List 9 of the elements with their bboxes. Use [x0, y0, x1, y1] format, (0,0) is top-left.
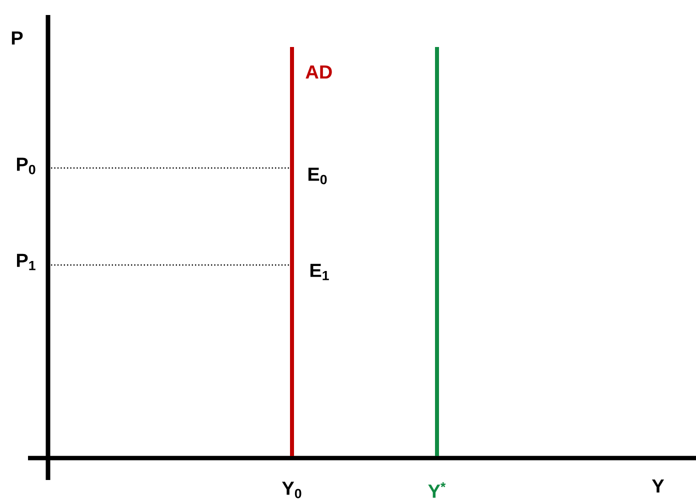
axis-label: Y: [652, 479, 664, 493]
curve-label: AD: [306, 65, 332, 79]
axis-label: Y$^{*}$: [428, 482, 446, 498]
axis-label: Y$_{0}$: [282, 482, 302, 498]
axis-label: P$_{1}$: [17, 254, 36, 270]
axis-label: P: [12, 31, 23, 45]
point-label: E$_{0}$: [308, 168, 327, 184]
axis-label: P$_{0}$: [17, 158, 36, 174]
point-label: E$_{1}$: [310, 264, 329, 280]
